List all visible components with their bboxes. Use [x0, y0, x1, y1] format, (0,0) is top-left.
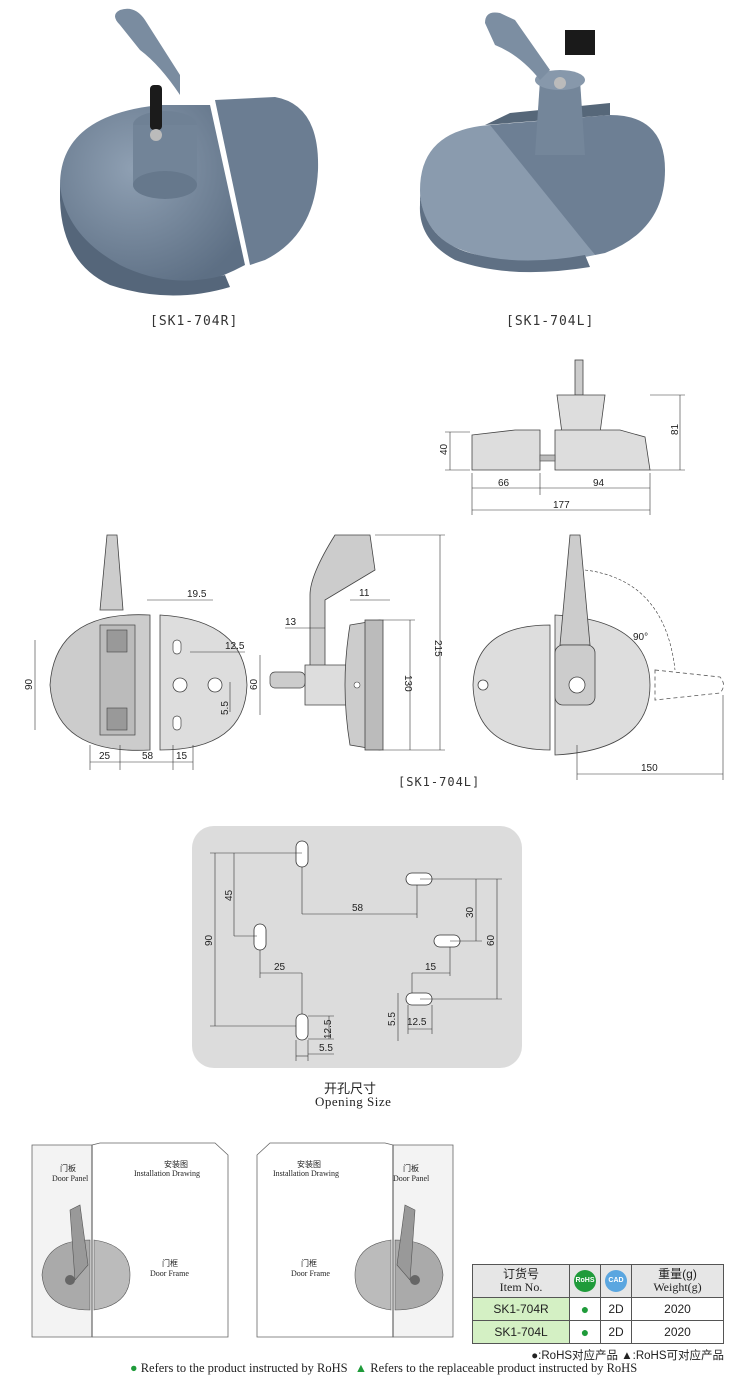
cad-badge-icon: CAD — [605, 1270, 627, 1292]
opening-size-title-en: Opening Size — [315, 1094, 392, 1109]
header-weight-en: Weight(g) — [653, 1280, 702, 1294]
row-rohs: ● — [569, 1320, 601, 1344]
dim-12-5: 12.5 — [225, 641, 245, 652]
opening-size-title-cn: 开孔尺寸 — [324, 1082, 377, 1097]
row-cad: 2D — [600, 1320, 632, 1344]
install-left-drawing-cn: 安装图 — [164, 1160, 188, 1169]
open-dim-5-5-b: 5.5 — [319, 1043, 333, 1054]
spec-table: 订货号 Item No. RoHS CAD 重量(g) Weight(g) SK… — [472, 1264, 724, 1344]
spec-table-wrapper: 订货号 Item No. RoHS CAD 重量(g) Weight(g) SK… — [472, 1264, 724, 1363]
product-photo-sk1-704r — [60, 8, 319, 296]
photo-caption-right: [SK1-704L] — [506, 314, 595, 329]
open-dim-90: 90 — [204, 934, 215, 946]
rohs-dot-icon: ● — [130, 1361, 138, 1375]
open-dim-5-5-a: 5.5 — [387, 1012, 398, 1026]
profile-view-drawing: 11 13 215 130 — [269, 534, 445, 751]
table-row: SK1-704R ● 2D 2020 — [472, 1297, 724, 1321]
install-right-frame-en: Door Frame — [291, 1269, 330, 1278]
front-view-drawing: 19.5 12.5 90 60 5.5 25 58 15 — [24, 534, 261, 770]
install-right-frame-cn: 门框 — [301, 1259, 317, 1268]
table-row: SK1-704L ● 2D 2020 — [472, 1320, 724, 1344]
open-dim-25: 25 — [274, 962, 286, 973]
dim-5-5-front: 5.5 — [220, 701, 231, 715]
footer-notes: ● Refers to the product instructed by Ro… — [130, 1361, 637, 1376]
dim-13: 13 — [285, 617, 297, 628]
open-dim-12-5-a: 12.5 — [323, 1019, 334, 1039]
dim-94: 94 — [593, 478, 605, 489]
row-cad: 2D — [600, 1297, 632, 1321]
opening-size-drawing: 90 45 58 25 30 60 15 12.5 5.5 12.5 5.5 — [204, 840, 502, 1061]
open-dim-12-5-b: 12.5 — [407, 1017, 427, 1028]
row-item: SK1-704R — [472, 1297, 570, 1321]
photo-caption-left: [SK1-704R] — [150, 314, 239, 329]
dim-25-front: 25 — [99, 751, 111, 762]
dim-60-front: 60 — [249, 678, 260, 690]
install-left-panel-en: Door Panel — [52, 1174, 89, 1183]
row-weight: 2020 — [631, 1297, 724, 1321]
dim-177: 177 — [553, 500, 570, 511]
dim-11: 11 — [359, 588, 370, 599]
dim-90-front: 90 — [24, 678, 35, 690]
spec-table-header: 订货号 Item No. RoHS CAD 重量(g) Weight(g) — [472, 1264, 724, 1298]
dim-150: 150 — [641, 763, 658, 774]
open-dim-60: 60 — [486, 934, 497, 946]
footer-replaceable-note: Refers to the replaceable product instru… — [370, 1361, 638, 1375]
dim-130: 130 — [402, 675, 413, 692]
dim-40: 40 — [439, 443, 450, 455]
row-rohs: ● — [569, 1297, 601, 1321]
install-right-panel-en: Door Panel — [393, 1174, 430, 1183]
dim-215: 215 — [432, 640, 443, 657]
side-view-drawing: 40 81 66 94 177 — [439, 359, 685, 515]
product-photo-sk1-704l — [419, 12, 665, 273]
install-right-panel-cn: 门板 — [403, 1164, 419, 1173]
header-item-cn: 订货号 — [502, 1267, 539, 1281]
dim-90-degree: 90° — [633, 632, 648, 643]
rotation-view-drawing: 90° 150 — [472, 534, 724, 780]
rohs-badge-icon: RoHS — [574, 1270, 596, 1292]
install-right-drawing-en: Installation Drawing — [273, 1169, 339, 1178]
install-left-frame-cn: 门框 — [162, 1259, 178, 1268]
install-left-frame-en: Door Frame — [150, 1269, 189, 1278]
dim-66: 66 — [498, 478, 510, 489]
spec-table-legend: ●:RoHS对应产品 ▲:RoHS可对应产品 — [531, 1350, 724, 1362]
row-item: SK1-704L — [472, 1320, 570, 1344]
header-item-en: Item No. — [499, 1280, 543, 1294]
dim-19-5: 19.5 — [187, 589, 207, 600]
install-left-drawing-en: Installation Drawing — [134, 1169, 200, 1178]
dim-81: 81 — [670, 423, 681, 435]
header-weight-cn: 重量(g) — [658, 1267, 697, 1281]
install-right-drawing-cn: 安装图 — [297, 1160, 321, 1169]
dim-58-front: 58 — [142, 751, 154, 762]
footer-rohs-note: Refers to the product instructed by RoHS — [140, 1361, 348, 1375]
open-dim-15: 15 — [425, 962, 437, 973]
replaceable-triangle-icon: ▲ — [354, 1361, 368, 1375]
opening-size-panel — [192, 826, 522, 1068]
installation-drawing-left: 门板 Door Panel 安装图 Installation Drawing 门… — [30, 1140, 230, 1340]
open-dim-58: 58 — [352, 903, 364, 914]
open-dim-45: 45 — [224, 889, 235, 901]
drawing-caption-sk1-704l: [SK1-704L] — [398, 775, 481, 789]
installation-drawing-right: 安装图 Installation Drawing 门板 Door Panel 门… — [255, 1140, 455, 1340]
dim-15-front: 15 — [176, 751, 188, 762]
row-weight: 2020 — [631, 1320, 724, 1344]
open-dim-30: 30 — [465, 906, 476, 918]
install-left-panel-cn: 门板 — [60, 1164, 76, 1173]
